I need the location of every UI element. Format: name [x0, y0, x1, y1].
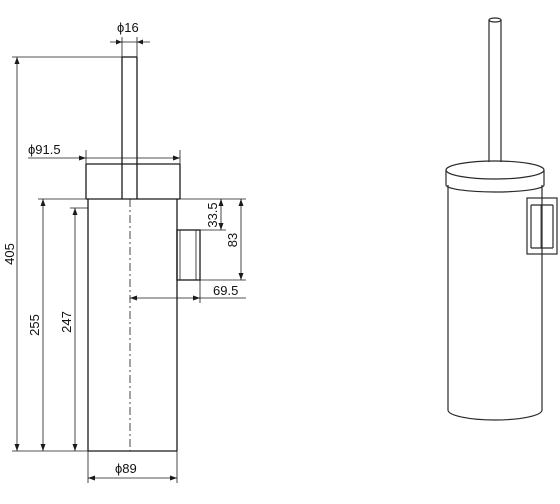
wall-bracket [176, 229, 201, 281]
dim-lid-diameter: ϕ91.5 [28, 142, 181, 164]
lid [85, 163, 181, 200]
perspective-bracket [526, 197, 558, 255]
front-elevation: 405 255 247 ϕ16 [2, 20, 246, 483]
bracket-offset-label: 33.5 [205, 202, 220, 227]
bracket-projection-label: 69.5 [213, 283, 238, 298]
dim-body-height: 255 [27, 198, 88, 451]
dim-body-diameter: ϕ89 [87, 451, 178, 483]
dim-bracket-height: 83 [200, 199, 246, 281]
dim-bracket-offset: 33.5 [177, 198, 246, 231]
dim-handle-diameter: ϕ16 [110, 20, 150, 57]
handle-rod [121, 56, 138, 199]
total-height-label: 405 [2, 243, 17, 265]
inner-height-label: 247 [59, 311, 74, 333]
dim-total-height: 405 [2, 56, 122, 452]
lid-diameter-label: ϕ91.5 [28, 142, 61, 157]
perspective-view [445, 17, 558, 421]
body-diameter-label: ϕ89 [115, 461, 137, 476]
bracket-height-label: 83 [225, 233, 240, 247]
perspective-body [447, 185, 543, 421]
perspective-lid [445, 160, 545, 193]
handle-diameter-label: ϕ16 [117, 20, 139, 35]
body [87, 199, 178, 452]
perspective-handle [488, 17, 502, 162]
body-height-label: 255 [27, 314, 42, 336]
dim-bracket-projection: 69.5 [130, 280, 246, 303]
dim-inner-height: 247 [59, 207, 88, 451]
